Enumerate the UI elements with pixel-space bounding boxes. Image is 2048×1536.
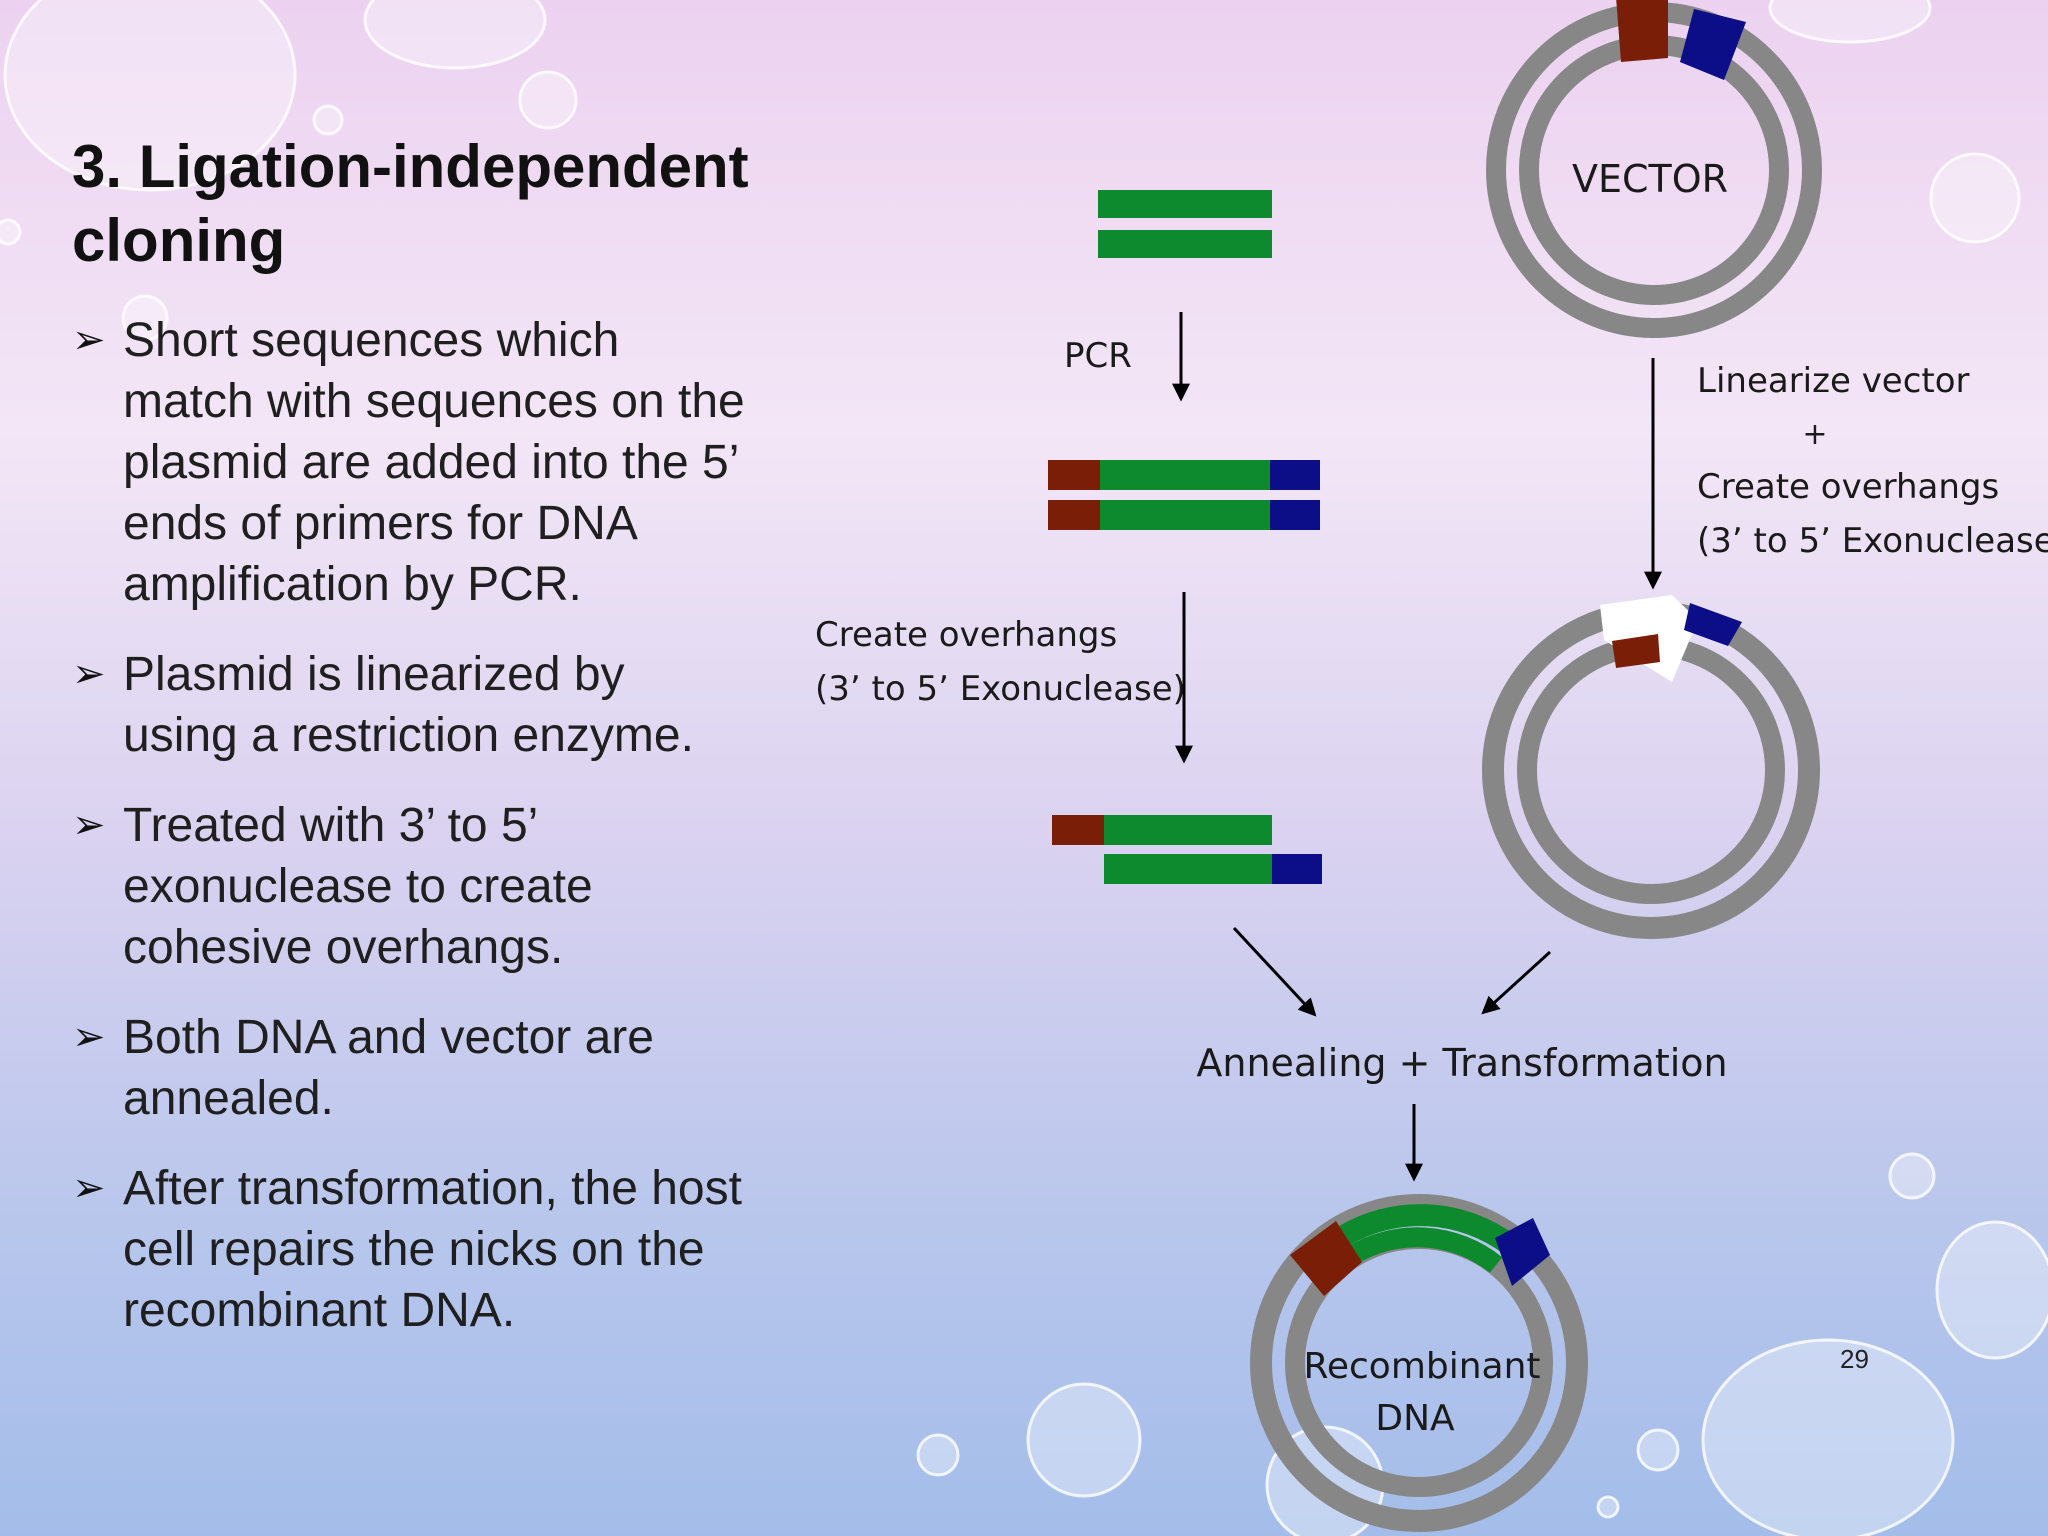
green-insert-segment [1100,460,1270,490]
bullet-item: ➢ Short sequences which match with seque… [72,310,812,615]
linearize-label-plus: + [1802,417,1827,452]
insert-to-annealing-arrow [1232,926,1317,1017]
bullet-text-line: cell repairs the nicks on the [123,1223,705,1276]
bullet-text-line: Both DNA and vector are [123,1011,654,1064]
linearize-label-line2: Create overhangs [1697,467,1999,507]
insert-strand-top [1098,190,1272,218]
bullet-text-line: exonuclease to create [123,860,593,913]
blue-overhang-band [1684,603,1742,646]
slide-title: 3. Ligation-independent cloning [72,130,832,278]
insert-dna-initial [1098,190,1272,258]
green-insert-segment [1100,500,1270,530]
red-overhang-segment [1052,815,1104,845]
red-overhang-band [1612,634,1660,668]
arrow-bullet-icon: ➢ [72,1166,106,1210]
vector-label: VECTOR [1572,157,1728,201]
recombinant-plasmid: Recombinant DNA [1250,1194,1588,1532]
arrow-bullet-icon: ➢ [72,803,106,847]
bullet-text-line: annealed. [123,1072,334,1125]
bullet-text-line: recombinant DNA. [123,1284,516,1337]
bullet-text-line: match with sequences on the [123,375,745,428]
recombinant-label-line2: DNA [1375,1398,1455,1439]
red-overhang-segment [1048,460,1100,490]
bullet-text-line: plasmid are added into the 5’ [123,436,740,489]
red-site-band [1616,0,1668,62]
arrow-bullet-icon: ➢ [72,1015,106,1059]
vector-to-annealing-arrow [1481,950,1552,1015]
bullet-item: ➢ After transformation, the host cell re… [72,1158,812,1341]
green-insert-arc [1345,1227,1503,1273]
bullet-item: ➢ Plasmid is linearized by using a restr… [72,644,812,766]
create-overhangs-label-line1: Create overhangs [815,615,1117,655]
bullet-text-line: Short sequences which [123,314,620,367]
insert-strand-bottom [1098,230,1272,258]
pcr-label: PCR [1064,336,1132,376]
pcr-product [1048,460,1320,530]
create-overhangs-label-line2: (3’ to 5’ Exonuclease) [815,669,1186,709]
bullet-item: ➢ Treated with 3’ to 5’ exonuclease to c… [72,795,812,978]
blue-overhang-band [1495,1218,1550,1286]
recombinant-label-line1: Recombinant [1303,1346,1540,1387]
bullet-text-line: Treated with 3’ to 5’ [123,799,539,852]
linearize-label-line3: (3’ to 5’ Exonuclease) [1697,521,2048,561]
blue-overhang-segment [1272,854,1322,884]
blue-overhang-segment [1270,460,1320,490]
blue-site-band [1680,9,1746,80]
green-insert-segment [1104,815,1272,845]
title-line-2: cloning [72,207,286,274]
linearized-vector [1482,595,1820,939]
arrow-bullet-icon: ➢ [72,318,106,362]
bullet-list: ➢ Short sequences which match with seque… [72,310,812,1370]
blue-overhang-segment [1270,500,1320,530]
bullet-text-line: ends of primers for DNA [123,497,638,550]
bullet-text-line: cohesive overhangs. [123,921,564,974]
bullet-item: ➢ Both DNA and vector are annealed. [72,1007,812,1129]
page-number: 29 [1840,1344,1869,1374]
vector-plasmid: VECTOR [1486,0,1822,338]
title-line-1: 3. Ligation-independent [72,133,749,200]
bullet-text-line: Plasmid is linearized by [123,648,625,701]
linearize-label-line1: Linearize vector [1697,361,1970,401]
green-insert-segment [1104,854,1272,884]
red-overhang-band [1290,1221,1362,1296]
linearized-inner-ring [1517,636,1785,904]
bullet-text-line: using a restriction enzyme. [123,709,694,762]
annealing-transformation-label: Annealing + Transformation [1196,1041,1727,1085]
insert-with-overhangs [1052,815,1322,884]
red-overhang-segment [1048,500,1100,530]
green-insert-arc [1336,1204,1517,1254]
bullet-text-line: After transformation, the host [123,1162,742,1215]
arrow-bullet-icon: ➢ [72,652,106,696]
bullet-text-line: amplification by PCR. [123,558,582,611]
